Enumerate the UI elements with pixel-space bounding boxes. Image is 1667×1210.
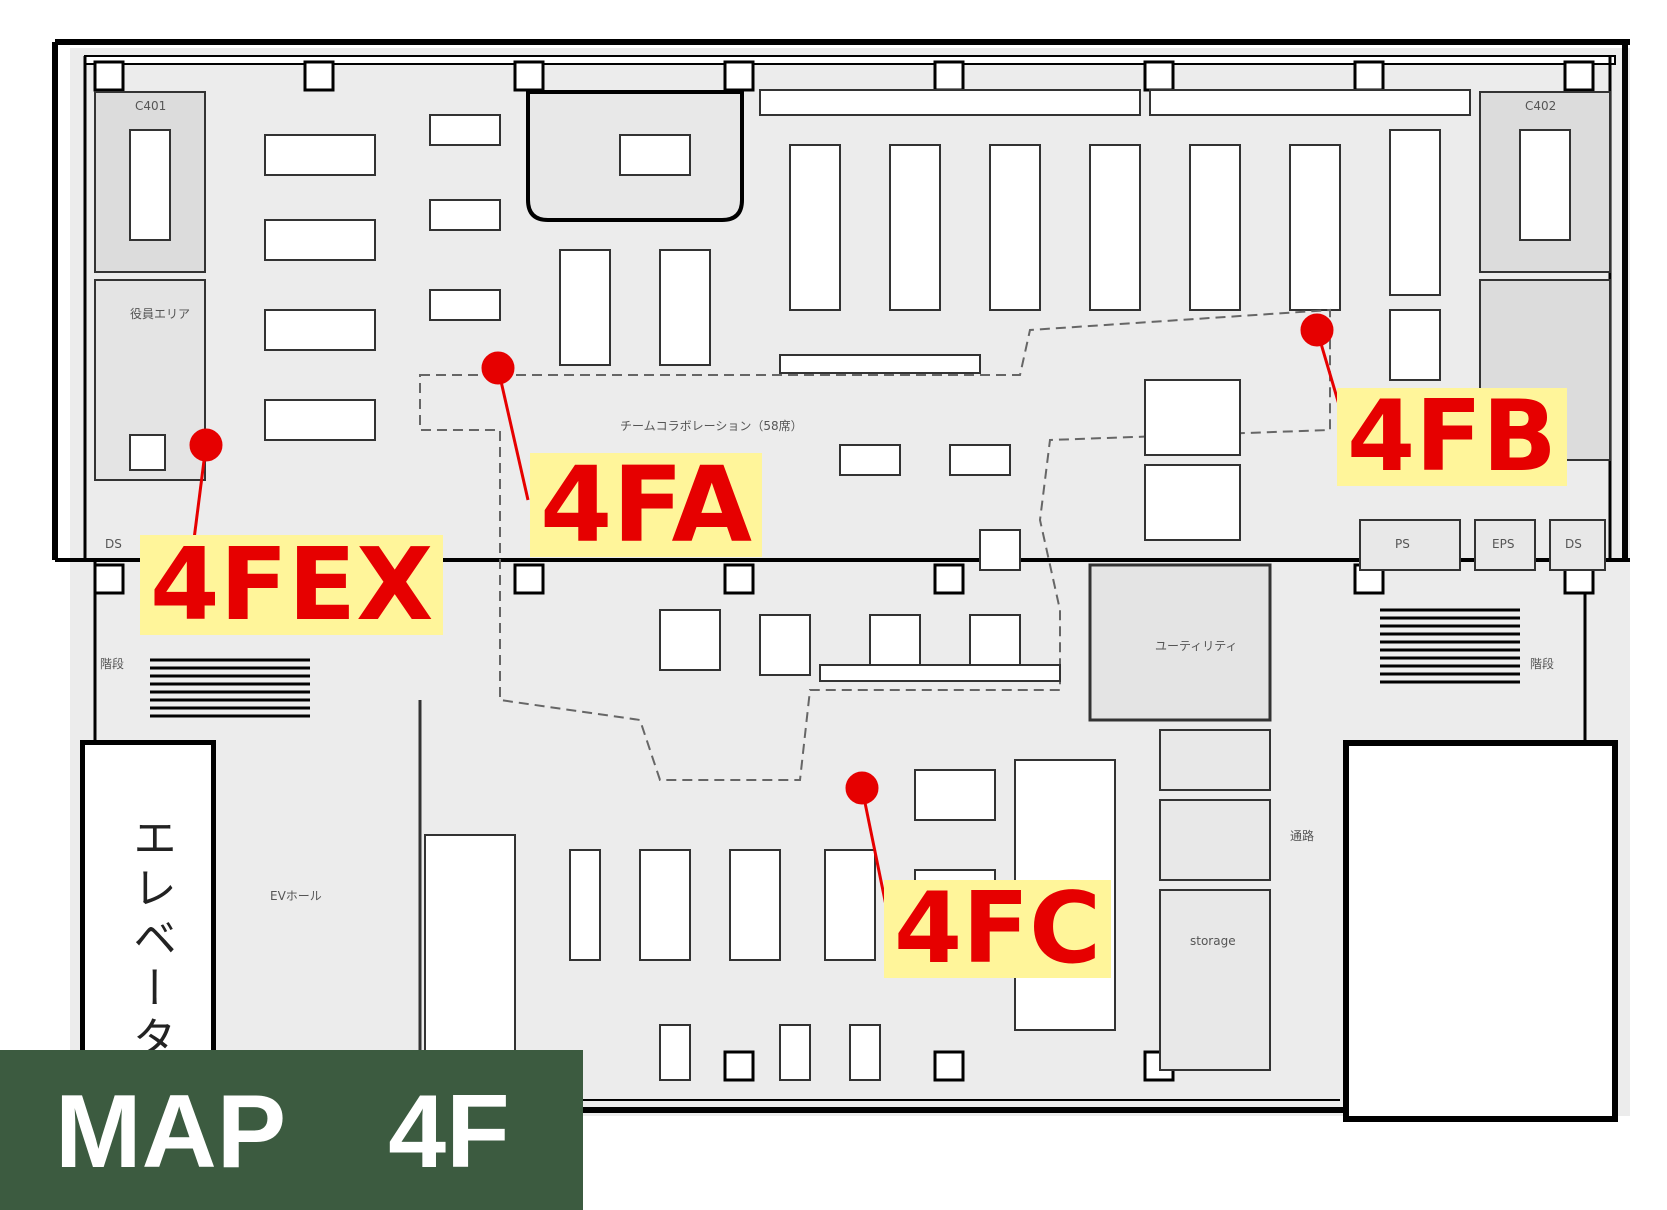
meeting-room-c401: C401 <box>94 91 206 273</box>
desk-block-left <box>264 114 501 441</box>
meeting-room-c402: C402 <box>1479 91 1611 273</box>
map-title-banner <box>0 1050 583 1210</box>
label-utility: ユーティリティ <box>1155 639 1238 653</box>
label-stairs-left: 階段 <box>100 656 124 671</box>
label-ev-hall: EVホール <box>270 889 322 903</box>
officer-area: 役員エリア <box>94 279 206 481</box>
team-collab-zone <box>419 308 1331 781</box>
label-team-collab: チームコラボレーション（58席） <box>620 418 803 433</box>
label-officer-area: 役員エリア <box>130 306 190 321</box>
label-stairs-right: 階段 <box>1530 656 1554 671</box>
columns <box>93 60 1595 1082</box>
lockers <box>424 834 516 1056</box>
stairs-left: 階段 <box>100 656 310 718</box>
desk-block-4fa <box>559 249 711 366</box>
label-passage: 通路 <box>1290 828 1314 843</box>
label-ds-left: DS <box>105 537 122 551</box>
desk-block-4fb <box>759 89 1471 381</box>
utility-room: ユーティリティ <box>1088 563 1272 722</box>
label-ps: PS <box>1395 537 1410 551</box>
collab-tables <box>659 444 1061 682</box>
elevator-label: エレベータ <box>125 815 176 1065</box>
lounge-room <box>526 90 744 222</box>
zone-label-4fc[interactable]: 4FC <box>884 880 1112 978</box>
label-ds-right: DS <box>1565 537 1582 551</box>
stairs-right: 階段 <box>1380 608 1554 684</box>
label-eps: EPS <box>1492 537 1514 551</box>
zone-label-4fex[interactable]: 4FEX <box>140 535 444 635</box>
label-storage: storage <box>1190 934 1236 948</box>
zone-label-4fb[interactable]: 4FB <box>1337 388 1567 486</box>
void-area <box>1343 740 1618 1122</box>
label-c402: C402 <box>1525 99 1556 113</box>
phone-booths <box>1144 379 1241 541</box>
service-rooms-right <box>1159 519 1606 1071</box>
zone-label-4fa[interactable]: 4FA <box>530 453 762 557</box>
label-c401: C401 <box>135 99 166 113</box>
map-title: MAP 4F <box>55 1074 510 1190</box>
